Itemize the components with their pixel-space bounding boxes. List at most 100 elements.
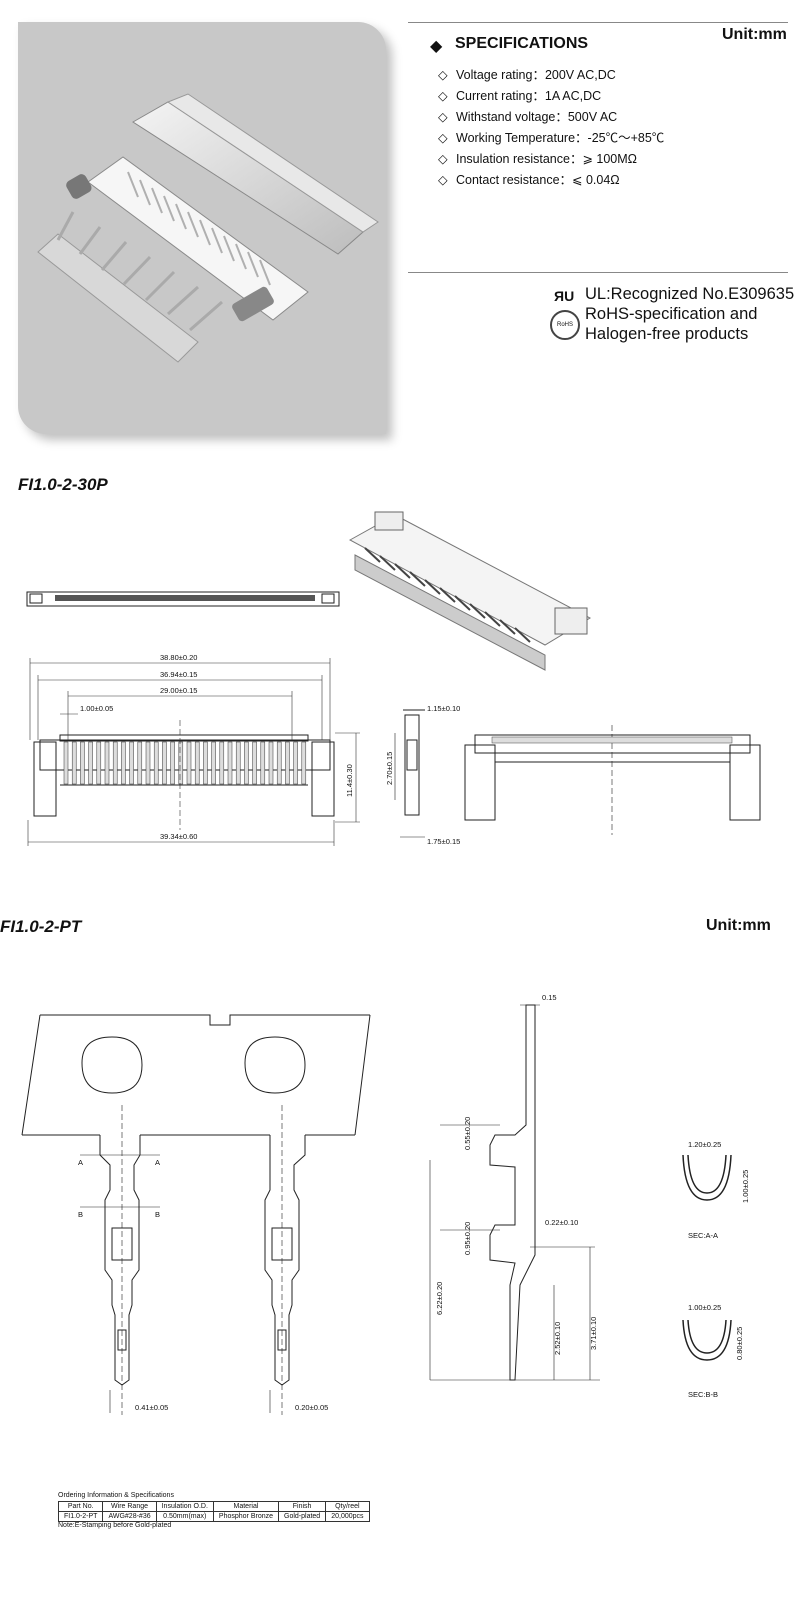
table-header: Insulation O.D. bbox=[155, 1501, 214, 1512]
ordering-caption: Ordering Information & Specifications bbox=[58, 1492, 174, 1499]
table-cell: AWG#28-#36 bbox=[102, 1511, 157, 1522]
table-header: Material bbox=[212, 1501, 280, 1512]
dim-1-00-a: 1.00±0.25 bbox=[741, 1170, 750, 1203]
dim-36-94: 36.94±0.15 bbox=[160, 670, 197, 679]
open-diamond-icon: ◇ bbox=[438, 110, 448, 124]
contact-pin bbox=[203, 741, 208, 785]
contact-pin bbox=[194, 741, 200, 785]
contact-pin bbox=[293, 741, 298, 785]
rohs-text-1: RoHS-specification and bbox=[585, 305, 758, 323]
open-diamond-icon: ◇ bbox=[438, 173, 448, 187]
connector-drawing: 38.80±0.20 36.94±0.15 29.00±0.15 1.00±0.… bbox=[26, 511, 761, 846]
table-cell: Gold-plated bbox=[278, 1511, 327, 1522]
dim-2-70: 2.70±0.15 bbox=[385, 752, 394, 785]
section-b-b-label: SEC:B-B bbox=[688, 1390, 718, 1399]
spec-bottom-rule bbox=[408, 272, 788, 273]
contact-pin bbox=[88, 741, 93, 785]
connector-render-image bbox=[37, 93, 379, 363]
dim-0-95: 0.95±0.20 bbox=[463, 1222, 472, 1255]
table-cell: Phosphor Bronze bbox=[212, 1511, 280, 1522]
dim-0-22: 0.22±0.10 bbox=[545, 1218, 578, 1227]
spec-item: ◇Withstand voltage：500V AC bbox=[438, 110, 618, 124]
section-b-label: B bbox=[155, 1210, 160, 1219]
contact-pin bbox=[71, 741, 77, 785]
contact-pin bbox=[186, 741, 192, 785]
spec-item: ◇Contact resistance：⩽ 0.04Ω bbox=[438, 173, 620, 187]
ordering-info: Ordering Information & Specifications Pa… bbox=[57, 1492, 370, 1529]
contact-pin bbox=[170, 741, 175, 785]
contact-pin bbox=[252, 741, 257, 785]
dim-1-75: 1.75±0.15 bbox=[427, 837, 460, 846]
spec-item: ◇Voltage rating：200V AC,DC bbox=[438, 68, 616, 82]
contact-pin bbox=[121, 741, 126, 785]
ordering-note: Note:E-Stamping before Gold-plated bbox=[58, 1522, 172, 1529]
contact-pin bbox=[145, 741, 151, 785]
terminal-title: FI1.0-2-PT bbox=[0, 917, 82, 936]
spec-item: ◇Current rating：1A AC,DC bbox=[438, 89, 602, 103]
contact-pin bbox=[244, 741, 249, 785]
spec-item: ◇Insulation resistance：⩾ 100MΩ bbox=[438, 152, 638, 166]
dim-0-55: 0.55±0.20 bbox=[463, 1117, 472, 1150]
table-header: Wire Range bbox=[102, 1501, 157, 1512]
contact-pin bbox=[301, 741, 307, 785]
ul-text: UL:Recognized No.E309635 bbox=[585, 285, 795, 303]
pins-front bbox=[63, 741, 307, 785]
dim-1-00-b: 1.00±0.25 bbox=[688, 1303, 721, 1312]
terminal-unit-label: Unit:mm bbox=[706, 917, 771, 934]
section-a-a-label: SEC:A-A bbox=[688, 1231, 718, 1240]
dim-29-00: 29.00±0.15 bbox=[160, 686, 197, 695]
table-header-row: Part No. Wire Range Insulation O.D. Mate… bbox=[57, 1501, 370, 1512]
dim-38-80: 38.80±0.20 bbox=[160, 653, 197, 662]
dim-0-20: 0.20±0.05 bbox=[295, 1403, 328, 1412]
contact-pin bbox=[227, 741, 233, 785]
dim-39-34: 39.34±0.60 bbox=[160, 832, 197, 841]
dim-0-80: 0.80±0.25 bbox=[735, 1327, 744, 1360]
dim-0-41: 0.41±0.05 bbox=[135, 1403, 168, 1412]
contact-pin bbox=[137, 741, 143, 785]
contact-pin bbox=[162, 741, 167, 785]
dim-0-15: 0.15 bbox=[542, 993, 557, 1002]
contact-pin bbox=[260, 741, 266, 785]
ordering-table: Part No. Wire Range Insulation O.D. Mate… bbox=[57, 1501, 370, 1522]
connector-title: FI1.0-2-30P bbox=[18, 475, 108, 494]
contact-pin bbox=[219, 741, 225, 785]
spec-item: ◇Working Temperature：-25℃～+85℃ bbox=[438, 131, 665, 145]
section-b-label: B bbox=[78, 1210, 83, 1219]
section-a-label: A bbox=[155, 1158, 160, 1167]
contact-pin bbox=[80, 741, 85, 785]
rohs-icon: RoHS bbox=[550, 310, 580, 340]
open-diamond-icon: ◇ bbox=[438, 89, 448, 103]
contact-pin bbox=[96, 741, 102, 785]
contact-pin bbox=[285, 741, 290, 785]
dim-6-22: 6.22±0.20 bbox=[435, 1282, 444, 1315]
spec-title: SPECIFICATIONS bbox=[455, 35, 589, 52]
table-cell: 20,000pcs bbox=[325, 1511, 370, 1522]
dim-1-20: 1.20±0.25 bbox=[688, 1140, 721, 1149]
contact-pin bbox=[276, 741, 282, 785]
ul-logo-icon: ЯU bbox=[554, 288, 575, 304]
unit-label: Unit:mm bbox=[722, 26, 787, 43]
open-diamond-icon: ◇ bbox=[438, 152, 448, 166]
contact-pin bbox=[63, 741, 69, 785]
table-cell: 0.50mm(max) bbox=[155, 1511, 214, 1522]
table-header: Part No. bbox=[57, 1501, 104, 1512]
table-header: Qty/reel bbox=[325, 1501, 370, 1512]
contact-pin bbox=[268, 741, 274, 785]
spec-top-rule bbox=[408, 22, 788, 23]
open-diamond-icon: ◇ bbox=[438, 68, 448, 82]
dim-1-00: 1.00±0.05 bbox=[80, 704, 113, 713]
contact-pin bbox=[235, 741, 241, 785]
table-row: FI1.0-2-PT AWG#28-#36 0.50mm(max) Phosph… bbox=[57, 1511, 370, 1522]
dim-1-15: 1.15±0.10 bbox=[427, 704, 460, 713]
contact-pin bbox=[104, 741, 110, 785]
diamond-icon: ◆ bbox=[430, 38, 443, 55]
contact-pin bbox=[153, 741, 159, 785]
open-diamond-icon: ◇ bbox=[438, 131, 448, 145]
dim-3-71: 3.71±0.10 bbox=[589, 1317, 598, 1350]
dim-2-52: 2.52±0.10 bbox=[553, 1322, 562, 1355]
table-cell: FI1.0-2-PT bbox=[57, 1511, 104, 1522]
section-a-label: A bbox=[78, 1158, 83, 1167]
rohs-text-2: Halogen-free products bbox=[585, 325, 749, 343]
product-photo bbox=[18, 22, 386, 434]
contact-pin bbox=[112, 741, 118, 785]
